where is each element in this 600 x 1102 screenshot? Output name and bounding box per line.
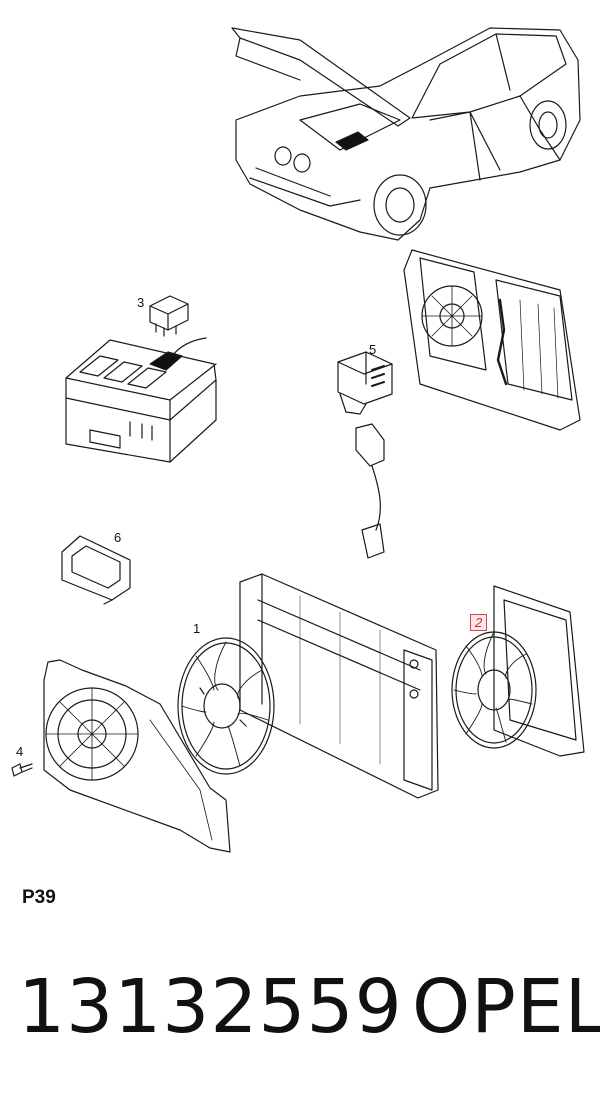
- fan-shroud-illustration: [43, 659, 231, 853]
- callout-1[interactable]: 1: [193, 621, 201, 636]
- radiator-illustration: [239, 573, 439, 799]
- callout-2-highlighted[interactable]: 2: [470, 614, 488, 631]
- callout-6[interactable]: 6: [114, 530, 122, 545]
- brand-name: OPEL: [412, 964, 600, 1050]
- bolt-part-4: [11, 763, 33, 777]
- exploded-parts-diagram: [11, 27, 585, 853]
- fan-part-2: [451, 585, 585, 757]
- callout-3[interactable]: 3: [137, 295, 145, 310]
- page-code: P39: [22, 887, 56, 908]
- radiator-assembly-illustration: [403, 249, 581, 431]
- relay-part-3: [149, 295, 189, 337]
- fan-part-1: [177, 637, 275, 775]
- callout-4[interactable]: 4: [16, 744, 24, 759]
- callout-5[interactable]: 5: [369, 342, 377, 357]
- relay-box-illustration: [65, 337, 217, 463]
- resistor-part-5: [337, 351, 393, 559]
- car-illustration: [231, 27, 581, 241]
- part-number: 13132559: [18, 964, 403, 1050]
- bracket-part-6: [61, 535, 131, 605]
